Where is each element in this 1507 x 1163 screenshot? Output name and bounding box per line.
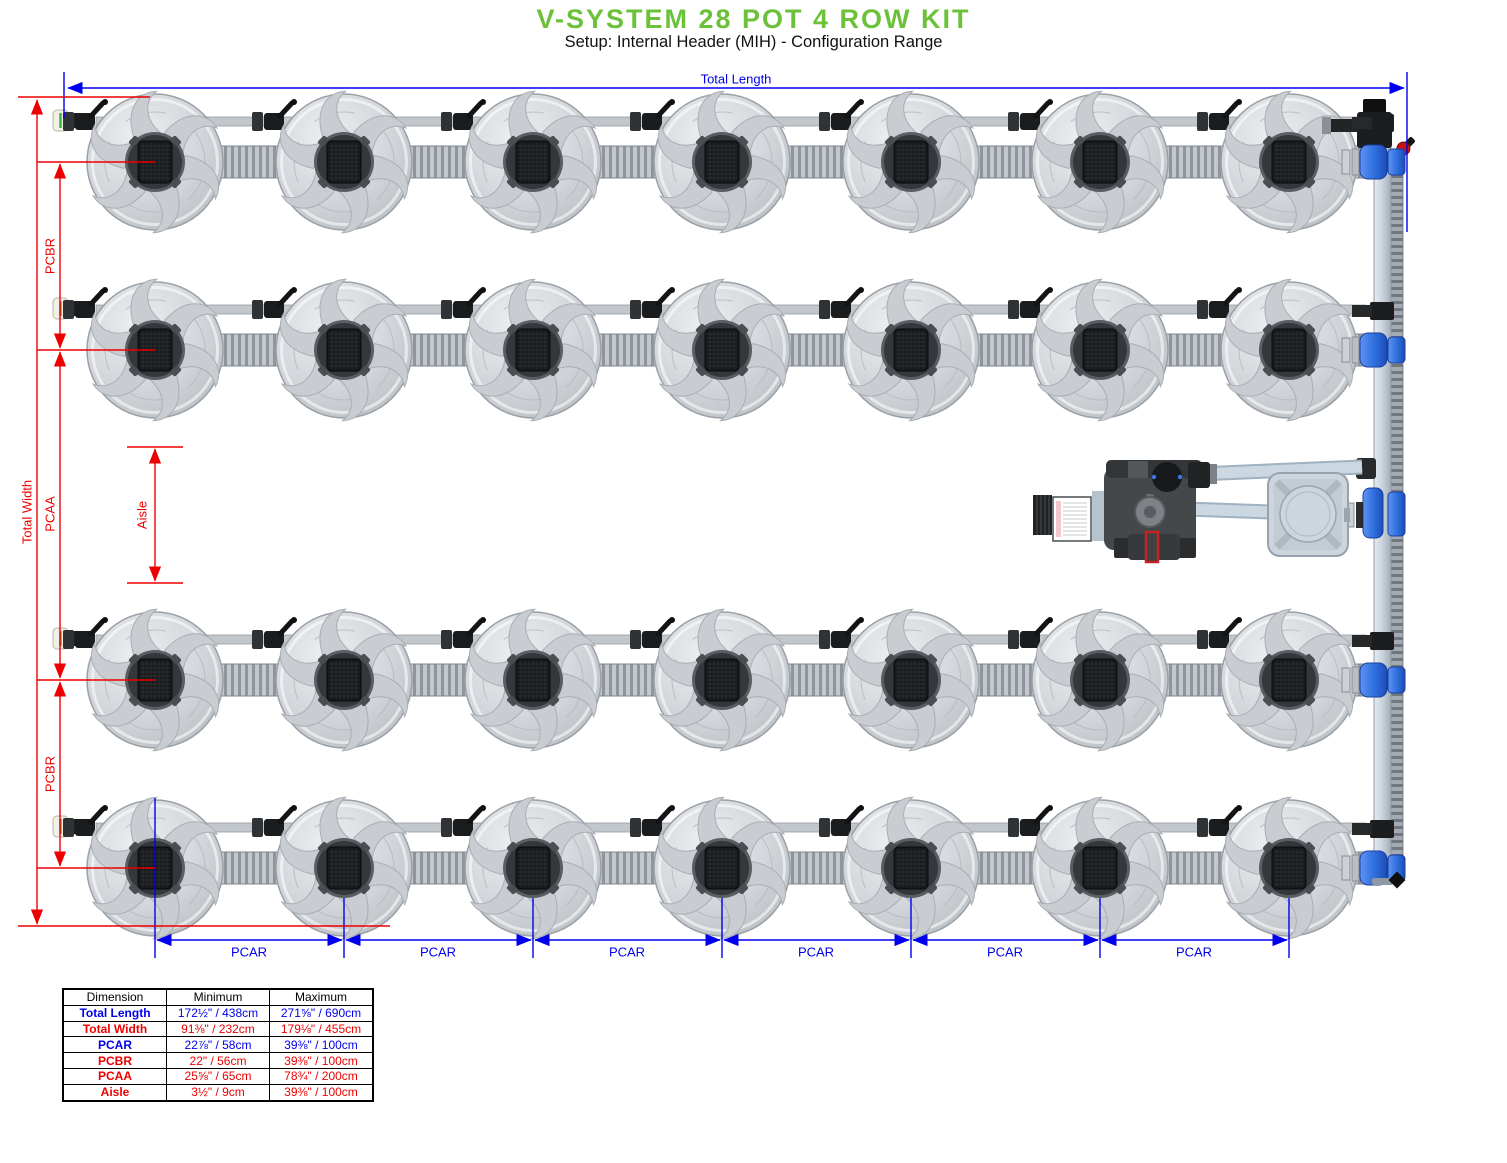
pcbr-top-label: PCBR (42, 237, 58, 275)
pot-row-4 (53, 791, 1381, 945)
total-width-label: Total Width (19, 479, 35, 545)
pump-ball-valve (1152, 462, 1182, 492)
pcar-label-4: PCAR (797, 944, 835, 960)
pot-row-1 (53, 85, 1381, 239)
pcar-label-5: PCAR (986, 944, 1024, 960)
col-header-minimum: Minimum (166, 988, 270, 1006)
pump-assembly (1033, 459, 1363, 564)
pcar-label-6: PCAR (1175, 944, 1213, 960)
blue-dimension-lines (63, 72, 1408, 958)
table-row-total-width: Total Width 91⅜" / 232cm 179⅛" / 455cm (62, 1020, 374, 1038)
pcaa-label: PCAA (42, 496, 58, 532)
dimension-range-table: Dimension Minimum Maximum Total Length 1… (62, 988, 374, 1102)
red-dimension-lines (18, 96, 390, 927)
aisle-label: Aisle (134, 500, 150, 530)
table-row-pcar: PCAR 22⅞" / 58cm 39⅜" / 100cm (62, 1036, 374, 1054)
header-end-plug (1388, 871, 1406, 889)
page-subtitle: Setup: Internal Header (MIH) - Configura… (564, 33, 943, 51)
table-row-total-length: Total Length 172½" / 438cm 271⅝" / 690cm (62, 1004, 374, 1022)
pump-sight-valve (1144, 530, 1160, 564)
pcar-label-1: PCAR (230, 944, 268, 960)
pcar-label-2: PCAR (419, 944, 457, 960)
table-header-row: Dimension Minimum Maximum (62, 988, 374, 1006)
col-header-dimension: Dimension (62, 988, 167, 1006)
pcar-label-3: PCAR (608, 944, 646, 960)
table-row-aisle: Aisle 3½" / 9cm 39⅜" / 100cm (62, 1083, 374, 1102)
header-top-cap (1363, 99, 1386, 114)
header-tank (1267, 472, 1350, 557)
internal-header-assembly (1322, 99, 1415, 889)
table-row-pcbr: PCBR 22" / 56cm 39⅜" / 100cm (62, 1052, 374, 1069)
total-length-label: Total Length (700, 71, 772, 87)
pot-row-2 (53, 273, 1381, 427)
page-title: V-SYSTEM 28 POT 4 ROW KIT (536, 4, 971, 34)
col-header-maximum: Maximum (269, 988, 374, 1006)
pcbr-bottom-label: PCBR (42, 755, 58, 793)
table-row-pcaa: PCAA 25⅝" / 65cm 78¾" / 200cm (62, 1067, 374, 1085)
pot-row-3 (53, 603, 1381, 757)
